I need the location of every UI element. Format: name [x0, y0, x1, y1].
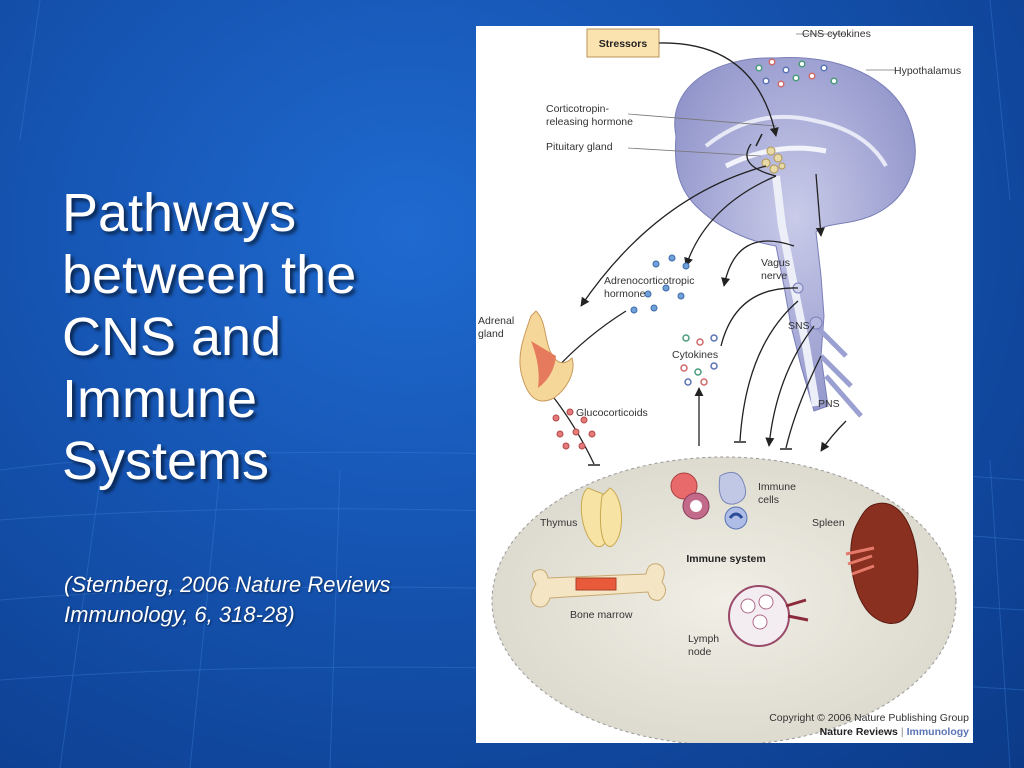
thymus-label: Thymus	[540, 517, 577, 529]
journal-name: Nature Reviews	[819, 726, 898, 738]
thymus	[580, 487, 623, 548]
cns-cytokines-label: CNS cytokines	[802, 28, 871, 40]
sns-ganglion	[809, 316, 823, 330]
sns-label: SNS	[788, 320, 810, 332]
pituitary-label: Pituitary gland	[546, 141, 613, 153]
stressors-box	[586, 28, 660, 58]
acth-label: Adrenocorticotropic	[604, 275, 694, 287]
peripheral-nerves	[814, 324, 863, 418]
stressors-label: Stressors	[599, 38, 648, 50]
citation-line: (Sternberg, 2006 Nature Reviews	[64, 572, 391, 597]
vagus-label: nerve	[761, 270, 787, 282]
crh-label: Corticotropin-	[546, 103, 610, 115]
brain-fold	[704, 114, 888, 168]
title-line: CNS and	[62, 307, 282, 367]
lymph-node	[728, 585, 809, 647]
copyright-notice: Copyright © 2006 Nature Publishing Group…	[769, 711, 969, 739]
adrenal-label: gland	[478, 328, 504, 340]
title-line: Immune	[62, 369, 258, 429]
hypothalamus-label: Hypothalamus	[894, 65, 961, 77]
bone-marrow	[530, 563, 666, 608]
cytokines-label: Cytokines	[672, 349, 718, 361]
vagus-label: Vagus	[761, 257, 790, 269]
spleen-label: Spleen	[812, 517, 845, 529]
journal-credit: Nature Reviews|Immunology	[769, 725, 969, 739]
cytokine-dots	[680, 334, 718, 386]
bone-marrow-label: Bone marrow	[570, 609, 633, 621]
brain-fold	[724, 145, 827, 169]
title-line: Pathways	[62, 183, 297, 243]
pituitary-cluster	[761, 146, 786, 174]
pns-label: PNS	[818, 398, 840, 410]
pathway-arrows	[550, 42, 847, 465]
acth-label: hormone	[604, 288, 646, 300]
immune-system-label: Immune system	[686, 553, 765, 565]
cns-cytokine-dots	[755, 58, 838, 88]
leader-lines	[627, 33, 896, 157]
pathway-diagram: Stressors CNS cytokines Hypothalamus Cor…	[478, 28, 961, 743]
inhibition-bars	[588, 133, 792, 466]
spleen	[850, 502, 919, 624]
citation: (Sternberg, 2006 Nature Reviews Immunolo…	[64, 570, 464, 630]
copyright-text: Copyright © 2006 Nature Publishing Group	[769, 712, 969, 724]
acth-dots	[630, 254, 690, 314]
glucocorticoids-label: Glucocorticoids	[576, 407, 648, 419]
adrenal-medulla	[531, 341, 556, 388]
citation-line: Immunology, 6, 318-28)	[64, 602, 295, 627]
glucocorticoid-dots	[552, 408, 596, 450]
lymph-node-label: Lymph	[688, 633, 719, 645]
crh-label: releasing hormone	[546, 116, 633, 128]
separator: |	[900, 726, 904, 738]
title-line: Systems	[62, 431, 270, 491]
immune-cells	[670, 471, 748, 530]
spleen-vessels	[845, 546, 875, 576]
lymph-node-label: node	[688, 646, 712, 658]
adrenal-label: Adrenal	[478, 315, 514, 327]
journal-section: Immunology	[906, 726, 969, 738]
title-line: between the	[62, 245, 357, 305]
immune-cells-label: Immune	[758, 481, 796, 493]
cns-immune-figure: Stressors CNS cytokines Hypothalamus Cor…	[476, 26, 973, 743]
immune-cells-label: cells	[758, 494, 779, 506]
slide-title: Pathways between the CNS and Immune Syst…	[62, 182, 462, 492]
